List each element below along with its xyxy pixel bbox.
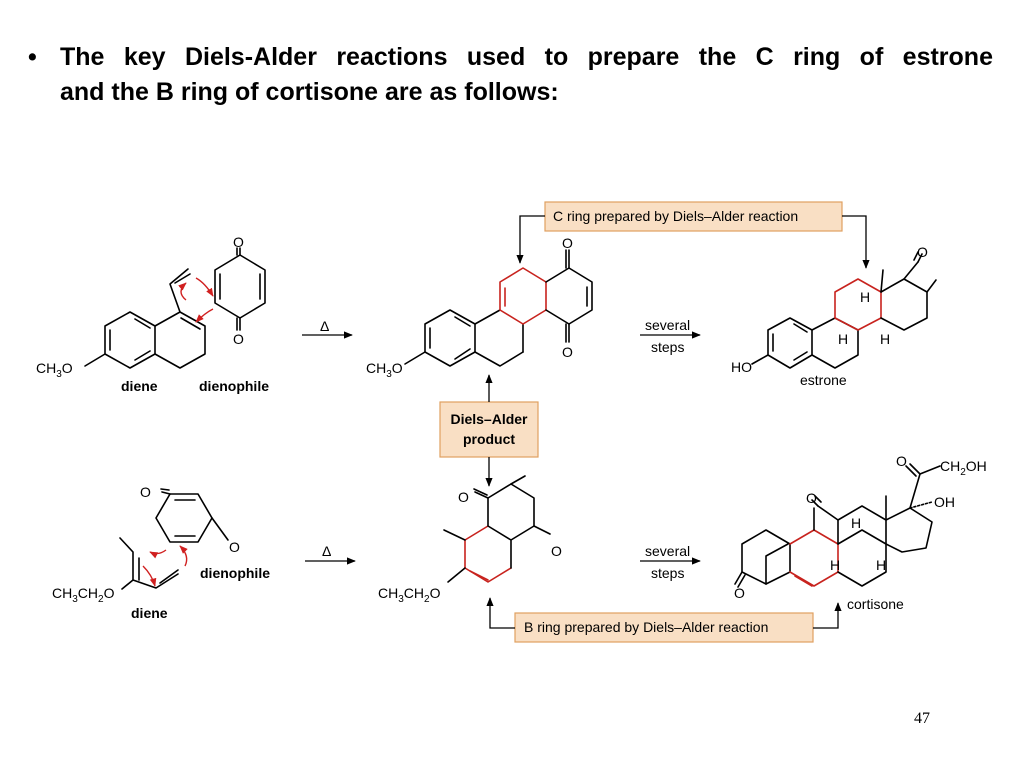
c-ring-callout-arrow-right — [842, 215, 870, 269]
cortisone-h-3: H — [876, 557, 886, 573]
bottom-diene-label: diene — [131, 605, 168, 621]
cortisone-h-2: H — [830, 557, 840, 573]
bottom-dienophile-label: dienophile — [200, 565, 270, 581]
estrone-label: estrone — [800, 372, 847, 388]
bottom-dienophile-oxygen-left: O — [140, 484, 151, 500]
page-number: 47 — [914, 710, 930, 727]
estrone-h-1: H — [860, 289, 870, 305]
cortisone-structure — [734, 463, 941, 588]
bottom-dienophile-structure — [155, 488, 229, 543]
top-heat-symbol: Δ — [320, 318, 329, 334]
top-diene-structure — [84, 268, 206, 369]
c-ring-callout-box — [544, 201, 843, 232]
cortisone-oxygen-ketone: O — [734, 585, 745, 601]
bottom-electron-arrow-3 — [179, 545, 188, 567]
top-several-label: several — [645, 317, 690, 333]
bottom-electron-arrow-1 — [149, 549, 167, 559]
bottom-product-oxygen-right: O — [551, 543, 562, 559]
top-electron-arrow-2 — [195, 277, 214, 297]
top-dienophile-label: dienophile — [199, 378, 269, 394]
cortisone-hydroxyl: OH — [934, 494, 955, 510]
top-diene-label: diene — [121, 378, 158, 394]
cortisone-oxygen-sidechain: O — [896, 453, 907, 469]
top-product-structure — [404, 249, 593, 367]
top-electron-arrow-3 — [195, 308, 214, 323]
estrone-h-3: H — [880, 331, 890, 347]
b-ring-callout-arrow-left — [486, 597, 515, 629]
bottom-steps-label: steps — [651, 565, 684, 581]
top-diene-substituent: CH3O — [36, 360, 73, 380]
top-electron-arrow-1 — [178, 282, 187, 301]
top-product-oxygen-top: O — [562, 235, 573, 251]
top-product-substituent: CH3O — [366, 360, 403, 380]
bottom-dienophile-oxygen-right: O — [229, 539, 240, 555]
bottom-product-structure — [443, 475, 551, 583]
top-dienophile-oxygen-bottom: O — [233, 331, 244, 347]
top-product-oxygen-bottom: O — [562, 344, 573, 360]
bottom-heat-symbol: Δ — [322, 543, 331, 559]
diels-alder-product-box — [439, 401, 539, 458]
estrone-h-2: H — [838, 331, 848, 347]
bottom-electron-arrow-2 — [142, 565, 157, 587]
bottom-product-substituent: CH3CH2O — [378, 585, 441, 605]
title-line-1: The key Diels-Alder reactions used to pr… — [60, 43, 993, 71]
top-dienophile-oxygen-top: O — [233, 234, 244, 250]
bullet-point: • — [28, 43, 37, 71]
estrone-substituent: HO — [731, 359, 752, 375]
slide-title: • The key Diels-Alder reactions used to … — [28, 40, 993, 110]
cortisone-h-1: H — [851, 515, 861, 531]
c-ring-callout-text: C ring prepared by Diels–Alder reaction — [553, 208, 798, 224]
title-line-2: and the B ring of cortisone are as follo… — [60, 78, 559, 106]
diels-alder-product-line2: product — [463, 431, 515, 447]
estrone-structure — [751, 251, 937, 369]
b-ring-callout-arrow-right — [813, 602, 842, 629]
estrone-oxygen: O — [917, 244, 928, 260]
cortisone-label: cortisone — [847, 596, 904, 612]
cortisone-side-chain: CH2OH — [940, 458, 987, 478]
bottom-diene-substituent: CH3CH2O — [52, 585, 115, 605]
cortisone-oxygen-top: O — [806, 490, 817, 506]
top-steps-label: steps — [651, 339, 684, 355]
diels-alder-product-line1: Diels–Alder — [450, 411, 528, 427]
b-ring-callout-text: B ring prepared by Diels–Alder reaction — [524, 619, 768, 635]
top-dienophile-structure — [214, 247, 266, 331]
bottom-product-oxygen-top: O — [458, 489, 469, 505]
bottom-several-label: several — [645, 543, 690, 559]
c-ring-callout-arrow-left — [516, 215, 545, 264]
bottom-diene-structure — [119, 537, 179, 590]
